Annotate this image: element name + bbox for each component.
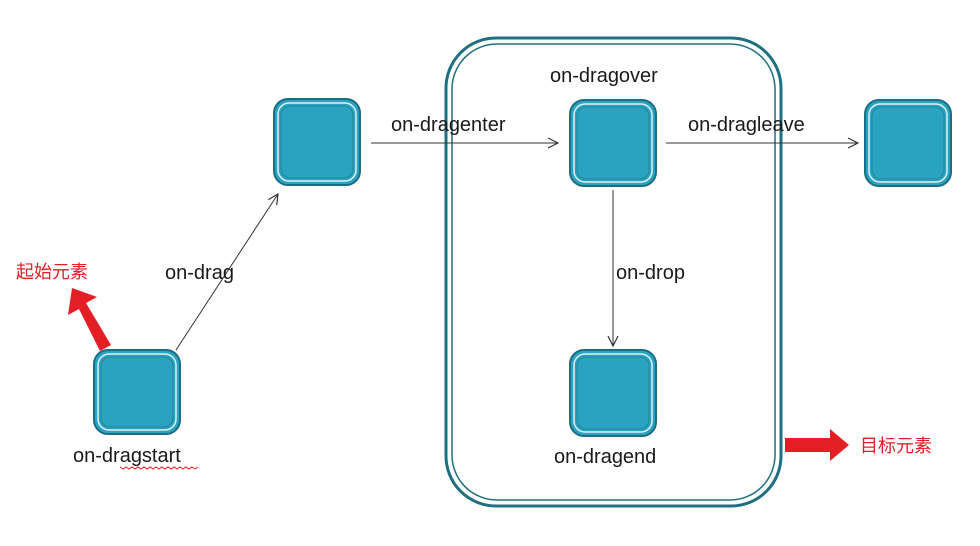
dragover-label: on-dragover [550,65,658,87]
spellcheck-underline [119,466,199,470]
drop-label: on-drop [616,262,685,284]
drag-label: on-drag [165,262,234,284]
dragleave-element-box [864,99,952,187]
target-element-annotation: 目标元素 [860,436,932,457]
source-element-annotation: 起始元素 [16,262,88,283]
dragstart-label: on-dragstart [73,445,181,467]
dragover-element-box [569,99,657,187]
dragleave-label: on-dragleave [688,114,805,136]
source-red-arrow [68,288,111,351]
drag-arrow [175,194,278,351]
drop-zone-inner-border [451,43,776,501]
drop-zone-container [444,36,783,508]
dragging-element-box [273,98,361,186]
target-red-arrow [785,429,849,461]
dragend-label: on-dragend [554,446,656,468]
dragenter-label: on-dragenter [391,114,506,136]
dragend-element-box [569,349,657,437]
source-element-box [93,349,181,435]
drop-zone-outer-border [444,36,783,508]
